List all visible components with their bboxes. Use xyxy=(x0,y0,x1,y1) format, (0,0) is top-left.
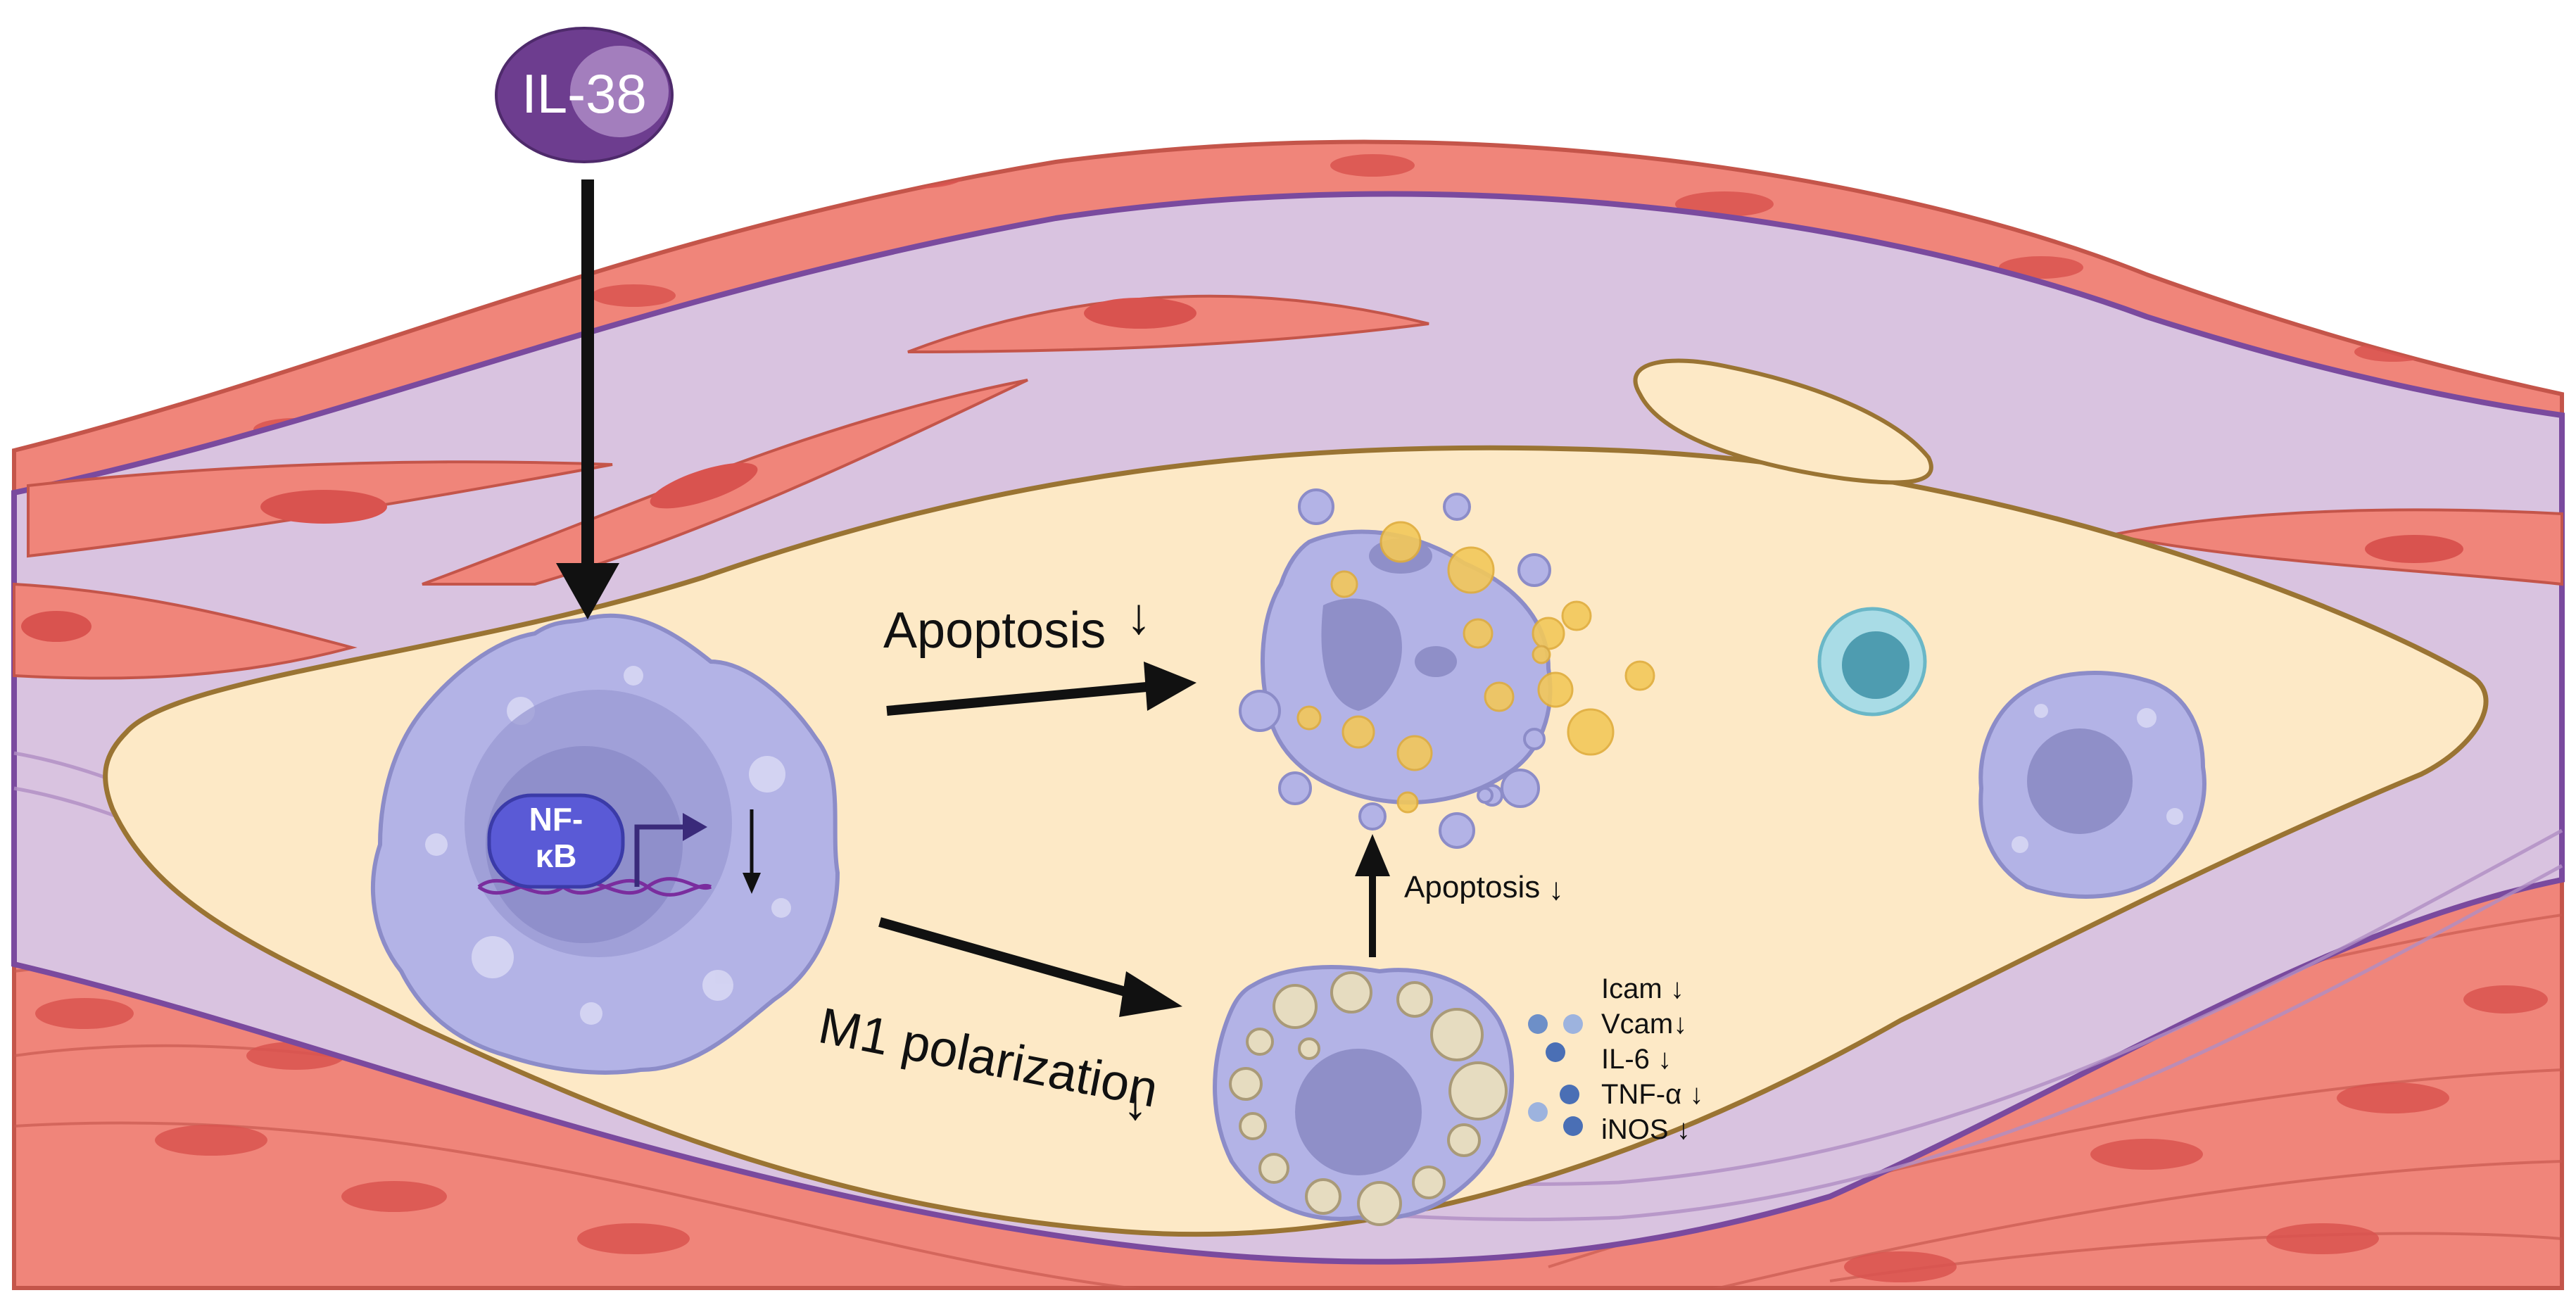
macrophage-vesicles xyxy=(425,666,791,1025)
marker-icam: Icam ↓ xyxy=(1601,973,1684,1004)
cytokine-dots xyxy=(1528,1014,1583,1136)
smooth-muscle-cell xyxy=(2111,508,2563,586)
lipid-pocket xyxy=(1633,358,1933,485)
transcription-arrow-icon xyxy=(634,824,686,887)
apoptotic-blebs xyxy=(1239,488,1551,849)
foam-cell-nucleus xyxy=(1295,1049,1422,1175)
foam-apoptosis-label: Apoptosis xyxy=(1404,870,1540,904)
lymphocyte xyxy=(1817,607,1927,716)
apoptosis-arrow xyxy=(886,681,1155,716)
smooth-muscle-cells xyxy=(13,294,2563,680)
foam-cell-lipid-droplets xyxy=(1229,971,1508,1226)
apoptosis-down-icon: ↓ xyxy=(1126,588,1151,645)
m1-polarization-arrow xyxy=(878,917,1142,1001)
marker-inos: iNOS ↓ xyxy=(1601,1114,1691,1145)
smooth-muscle-cell xyxy=(13,582,358,680)
il38-ligand: IL-38 xyxy=(495,27,674,163)
il38-label: IL-38 xyxy=(522,63,647,125)
foam-cell xyxy=(1213,965,1515,1226)
apoptosis-label: Apoptosis xyxy=(883,602,1106,659)
nfkb-label-line1: NF- xyxy=(529,801,583,838)
macrophage-right xyxy=(1978,671,2206,899)
lipid-droplets xyxy=(1296,521,1655,814)
marker-list: Icam ↓ Vcam↓ IL-6 ↓ TNF-α ↓ iNOS ↓ xyxy=(1601,973,1703,1145)
nfkb-protein xyxy=(487,793,625,889)
marker-vcam: Vcam↓ xyxy=(1601,1009,1687,1040)
m1-polarization-down-icon: ↓ xyxy=(1123,1074,1148,1130)
foam-apoptosis-down-icon: ↓ xyxy=(1548,872,1564,907)
marker-tnfa: TNF-α ↓ xyxy=(1601,1079,1703,1110)
nfkb-label-line2: κB xyxy=(536,838,577,874)
apoptotic-macrophage xyxy=(1239,488,1655,849)
macrophage-main: NF- κB xyxy=(371,613,840,1075)
marker-il6: IL-6 ↓ xyxy=(1601,1044,1672,1075)
